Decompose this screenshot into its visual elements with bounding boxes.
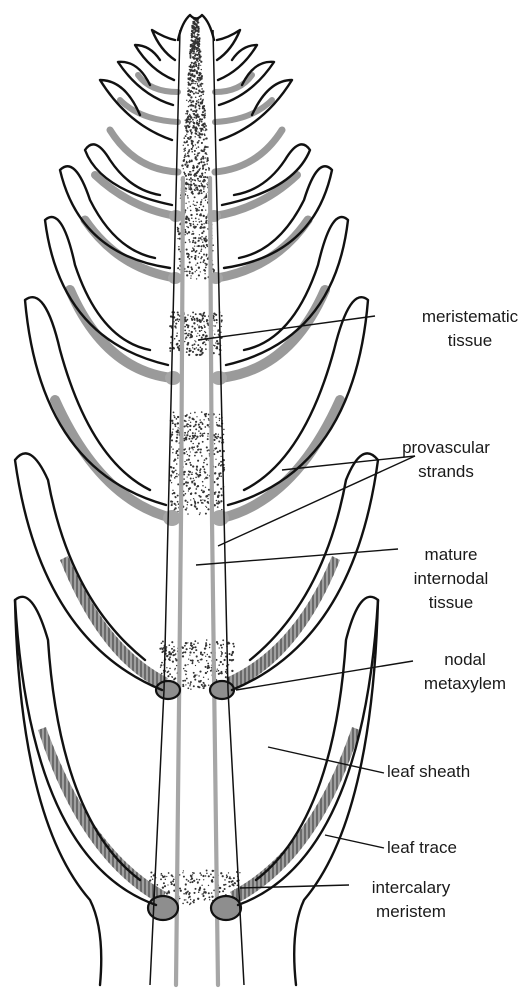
leader-lines xyxy=(196,316,415,888)
provascular-strands-stem xyxy=(176,178,218,985)
stippled-meristematic-zones xyxy=(149,17,241,906)
label-intercalary: intercalary xyxy=(372,878,451,897)
label-strands: strands xyxy=(418,462,474,481)
label-mature: mature xyxy=(425,545,478,564)
label-metaxylem: metaxylem xyxy=(424,674,506,693)
label-tissue-meristematic: tissue xyxy=(448,331,492,350)
nodal-metaxylem xyxy=(148,681,241,920)
label-meristematic: meristematic xyxy=(422,307,519,326)
label-tissue-mature: tissue xyxy=(429,593,473,612)
label-nodal: nodal xyxy=(444,650,486,669)
label-leaf-sheath: leaf sheath xyxy=(387,762,470,781)
labels: meristematic tissue provascular strands … xyxy=(372,307,519,921)
label-leaf-trace: leaf trace xyxy=(387,838,457,857)
label-internodal: internodal xyxy=(414,569,489,588)
label-meristem: meristem xyxy=(376,902,446,921)
label-provascular: provascular xyxy=(402,438,490,457)
